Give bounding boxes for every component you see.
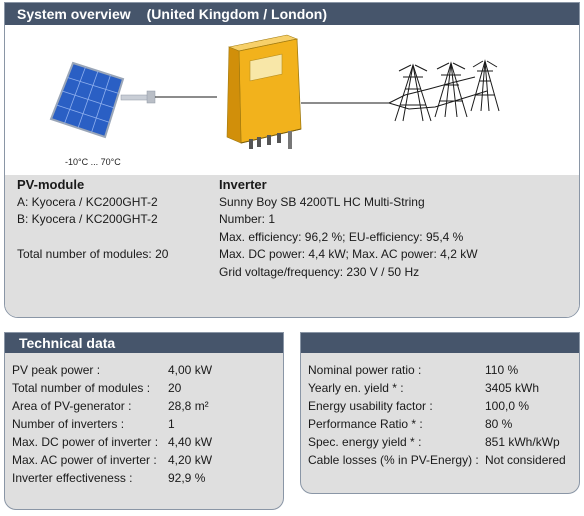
system-overview-title: System overview: [17, 6, 131, 22]
table-row: Cable losses (% in PV-Energy) : Not consi…: [305, 451, 566, 469]
table-row: Spec. energy yield * : 851 kWh/kWp: [305, 433, 566, 451]
table-row: Energy usability factor : 100,0 %: [305, 397, 566, 415]
row-label: Number of inverters :: [12, 417, 125, 431]
total-modules-line: Total number of modules: 20: [17, 247, 169, 261]
row-value: Not considered: [485, 453, 566, 467]
technical-data-table: PV peak power : 4,00 kW Total number of m…: [9, 361, 212, 487]
pv-module-line: A: Kyocera / KC200GHT-2: [17, 195, 158, 209]
row-value: 4,00 kW: [168, 363, 213, 377]
inverter-line: Max. efficiency: 96,2 %; EU-efficiency: …: [219, 230, 464, 244]
temperature-range-label: -10°C ... 70°C: [65, 157, 121, 167]
performance-table: Nominal power ratio : 110 % Yearly en. yi…: [305, 361, 566, 469]
system-overview-header: System overview (United Kingdom / London): [5, 3, 579, 25]
row-label: Max. AC power of inverter :: [12, 453, 157, 467]
system-overview-panel: System overview (United Kingdom / London): [4, 2, 580, 318]
system-info-section: PV-module A: Kyocera / KC200GHT-2 B: Kyo…: [5, 175, 579, 317]
row-value: 110 %: [485, 363, 519, 377]
row-value: 80 %: [485, 417, 513, 431]
row-label: Spec. energy yield * :: [308, 435, 422, 449]
performance-header: [301, 333, 579, 353]
row-label: Max. DC power of inverter :: [12, 435, 159, 449]
technical-data-header: Technical data: [5, 333, 283, 353]
pv-module-line: B: Kyocera / KC200GHT-2: [17, 212, 158, 226]
row-value: 20: [168, 381, 182, 395]
technical-data-title: Technical data: [19, 335, 116, 351]
system-location: (United Kingdom / London): [146, 6, 328, 22]
row-label: Cable losses (% in PV-Energy) :: [308, 453, 479, 467]
row-label: Total number of modules :: [12, 381, 151, 395]
row-value: 92,9 %: [168, 471, 206, 485]
inverter-line: Sunny Boy SB 4200TL HC Multi-String: [219, 195, 425, 209]
row-label: Nominal power ratio :: [308, 363, 422, 377]
inverter-heading: Inverter: [219, 177, 267, 192]
table-row: Number of inverters : 1: [9, 415, 212, 433]
power-grid-icon: [388, 59, 500, 122]
row-label: PV peak power :: [12, 363, 101, 377]
system-diagram-graphic: [49, 34, 500, 149]
table-row: Nominal power ratio : 110 %: [305, 361, 566, 379]
technical-data-panel: Technical data PV peak power : 4,00 kW To…: [4, 332, 284, 510]
row-value: 100,0 %: [485, 399, 530, 413]
row-label: Yearly en. yield * :: [308, 381, 404, 395]
row-value: 851 kWh/kWp: [485, 435, 560, 449]
table-row: Max. AC power of inverter : 4,20 kW: [9, 451, 212, 469]
table-row: Max. DC power of inverter : 4,40 kW: [9, 433, 212, 451]
system-diagram: -10°C ... 70°C: [5, 25, 579, 173]
table-row: Area of PV-generator : 28,8 m²: [9, 397, 212, 415]
performance-panel: Nominal power ratio : 110 % Yearly en. yi…: [300, 332, 580, 494]
row-label: Inverter effectiveness :: [12, 471, 133, 485]
row-value: 28,8 m²: [168, 399, 209, 413]
row-value: 3405 kWh: [485, 381, 540, 395]
table-row: PV peak power : 4,00 kW: [9, 361, 212, 379]
inverter-line: Max. DC power: 4,4 kW; Max. AC power: 4,…: [219, 247, 478, 261]
table-row: Total number of modules : 20: [9, 379, 212, 397]
solar-panel-icon: [49, 61, 156, 139]
row-value: 4,20 kW: [168, 453, 213, 467]
table-row: Performance Ratio * : 80 %: [305, 415, 566, 433]
table-row: Inverter effectiveness : 92,9 %: [9, 469, 212, 487]
pv-module-heading: PV-module: [17, 177, 85, 192]
row-label: Area of PV-generator :: [12, 399, 132, 413]
inverter-line: Number: 1: [219, 212, 276, 226]
row-value: 1: [168, 417, 175, 431]
inverter-icon: [226, 34, 302, 149]
row-value: 4,40 kW: [168, 435, 213, 449]
row-label: Energy usability factor :: [308, 399, 433, 413]
row-label: Performance Ratio * :: [308, 417, 423, 431]
table-row: Yearly en. yield * : 3405 kWh: [305, 379, 566, 397]
inverter-line: Grid voltage/frequency: 230 V / 50 Hz: [219, 265, 420, 279]
